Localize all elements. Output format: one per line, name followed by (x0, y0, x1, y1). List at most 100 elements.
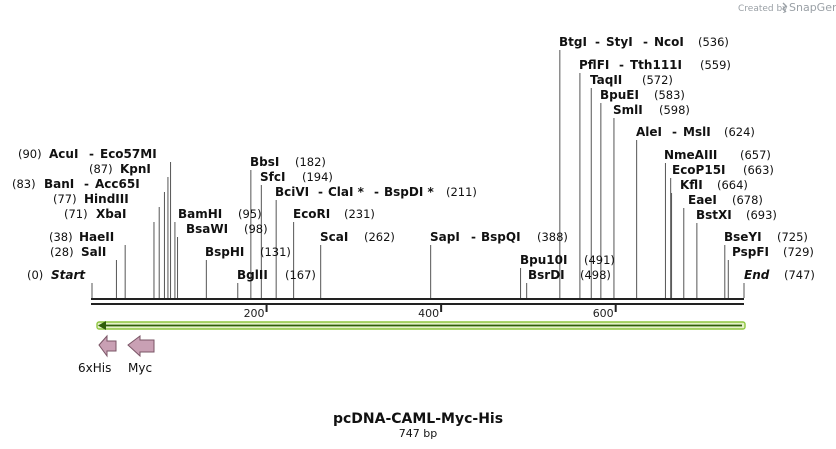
site-position: (747) (784, 268, 815, 282)
site-leader-lines (91, 50, 745, 298)
site-position: (693) (746, 208, 777, 222)
site-label-hindiii[interactable]: (77) HindIII (53, 192, 129, 206)
site-name: BseYI (724, 230, 762, 244)
site-position: (598) (659, 103, 690, 117)
site-label-bsrdi[interactable]: BsrDI (498) (528, 268, 611, 282)
site-position: (38) (49, 230, 73, 244)
site-label-ecop15i[interactable]: EcoP15I (663) (672, 163, 774, 177)
feature-myc[interactable]: Myc (127, 335, 155, 375)
site-label-sapi[interactable]: SapI - BspQI (388) (430, 230, 568, 244)
site-label-haeii[interactable]: (38) HaeII (49, 230, 114, 244)
site-position: (98) (244, 222, 268, 236)
site-name: BpuEI (600, 88, 639, 102)
site-label-kpni[interactable]: (87) KpnI (89, 162, 151, 176)
site-label-taqii[interactable]: TaqII (572) (590, 73, 673, 87)
site-name: BbsI (250, 155, 279, 169)
site-position: (231) (344, 207, 375, 221)
site-label-alei[interactable]: AleI - MslI (624) (636, 125, 755, 139)
site-position: (71) (64, 207, 88, 221)
site-label-bpuei[interactable]: BpuEI (583) (600, 88, 685, 102)
site-position: (583) (654, 88, 685, 102)
site-name: Start (51, 268, 86, 282)
site-separator: - (374, 185, 379, 199)
feature-6xhis[interactable]: 6xHis (78, 334, 117, 375)
site-name: NcoI (654, 35, 684, 49)
snapgene-credit: Created by SnapGene (738, 1, 836, 14)
backbone-bottom-strand (91, 303, 744, 305)
site-position: (28) (50, 245, 74, 259)
site-separator: - (619, 58, 624, 72)
site-position: (90) (18, 147, 42, 161)
site-label-ecori[interactable]: EcoRI (231) (293, 207, 375, 221)
site-position: (491) (584, 253, 615, 267)
site-position: (498) (580, 268, 611, 282)
site-name: EcoP15I (672, 163, 726, 177)
site-position: (182) (295, 155, 326, 169)
site-label-bglii[interactable]: BglII (167) (237, 268, 316, 282)
site-position: (624) (724, 125, 755, 139)
site-label-bamhi[interactable]: BamHI (95) (178, 207, 262, 221)
ruler-tick: 200 (244, 305, 268, 320)
site-label-xbai[interactable]: (71) XbaI (64, 207, 126, 221)
site-label-bcivi[interactable]: BciVI - ClaI * - BspDI * (211) (275, 185, 477, 199)
site-label-bsphi[interactable]: BspHI (131) (205, 245, 291, 259)
site-name: SmlI (613, 103, 643, 117)
site-name: StyI (606, 35, 633, 49)
site-separator: - (84, 177, 89, 191)
site-name: SalI (81, 245, 106, 259)
site-label-sali[interactable]: (28) SalI (50, 245, 106, 259)
site-name: BsrDI (528, 268, 565, 282)
site-label-pflfi[interactable]: PflFI - Tth111I (559) (579, 58, 731, 72)
site-position: (664) (717, 178, 748, 192)
site-label-sfci[interactable]: SfcI (194) (260, 170, 333, 184)
bp-ruler: 200 400 600 (244, 305, 617, 320)
site-name: BspDI * (384, 185, 434, 199)
feature-label: Myc (128, 361, 152, 375)
site-position: (572) (642, 73, 673, 87)
site-label-acui[interactable]: (90) AcuI - Eco57MI (18, 147, 157, 161)
site-name: BanI (44, 177, 74, 191)
site-name: EcoRI (293, 207, 330, 221)
site-position: (663) (743, 163, 774, 177)
site-label-eaei[interactable]: EaeI (678) (688, 193, 763, 207)
site-name: MslI (683, 125, 711, 139)
site-separator: - (672, 125, 677, 139)
site-label-bbsi[interactable]: BbsI (182) (250, 155, 326, 169)
site-position: (77) (53, 192, 77, 206)
site-name: PspFI (732, 245, 769, 259)
site-label-bpu10i[interactable]: Bpu10I (491) (520, 253, 615, 267)
backbone-top-strand (91, 298, 744, 300)
site-label-bseyi[interactable]: BseYI (725) (724, 230, 808, 244)
site-name: NmeAIII (664, 148, 717, 162)
site-label-bani[interactable]: (83) BanI - Acc65I (12, 177, 140, 191)
site-name: BspQI (481, 230, 521, 244)
site-position: (131) (260, 245, 291, 259)
site-label-bstxi[interactable]: BstXI (693) (696, 208, 777, 222)
site-position: (95) (238, 207, 262, 221)
site-label-kfli[interactable]: KflI (664) (680, 178, 748, 192)
site-name: BglII (237, 268, 268, 282)
snapgene-logo-icon (782, 2, 787, 13)
site-position: (262) (364, 230, 395, 244)
site-name: ClaI * (328, 185, 365, 199)
map-length: 747 bp (399, 427, 437, 440)
site-label-start: (0) Start (27, 268, 86, 282)
site-label-bsawi[interactable]: BsaWI (98) (186, 222, 268, 236)
site-name: SfcI (260, 170, 285, 184)
site-name: HaeII (79, 230, 114, 244)
site-name: Eco57MI (100, 147, 157, 161)
site-label-end: End (747) (744, 268, 815, 282)
site-name: AcuI (49, 147, 78, 161)
site-label-pspfi[interactable]: PspFI (729) (732, 245, 814, 259)
site-name: BspHI (205, 245, 244, 259)
site-name: Tth111I (630, 58, 682, 72)
ruler-tick: 400 (418, 305, 443, 320)
site-label-nmeaiii[interactable]: NmeAIII (657) (664, 148, 771, 162)
site-name: BamHI (178, 207, 222, 221)
site-label-btgi[interactable]: BtgI - StyI - NcoI (536) (559, 35, 729, 49)
site-label-scai[interactable]: ScaI (262) (320, 230, 395, 244)
site-label-smli[interactable]: SmlI (598) (613, 103, 690, 117)
site-name: HindIII (84, 192, 129, 206)
site-position: (725) (777, 230, 808, 244)
site-separator: - (318, 185, 323, 199)
